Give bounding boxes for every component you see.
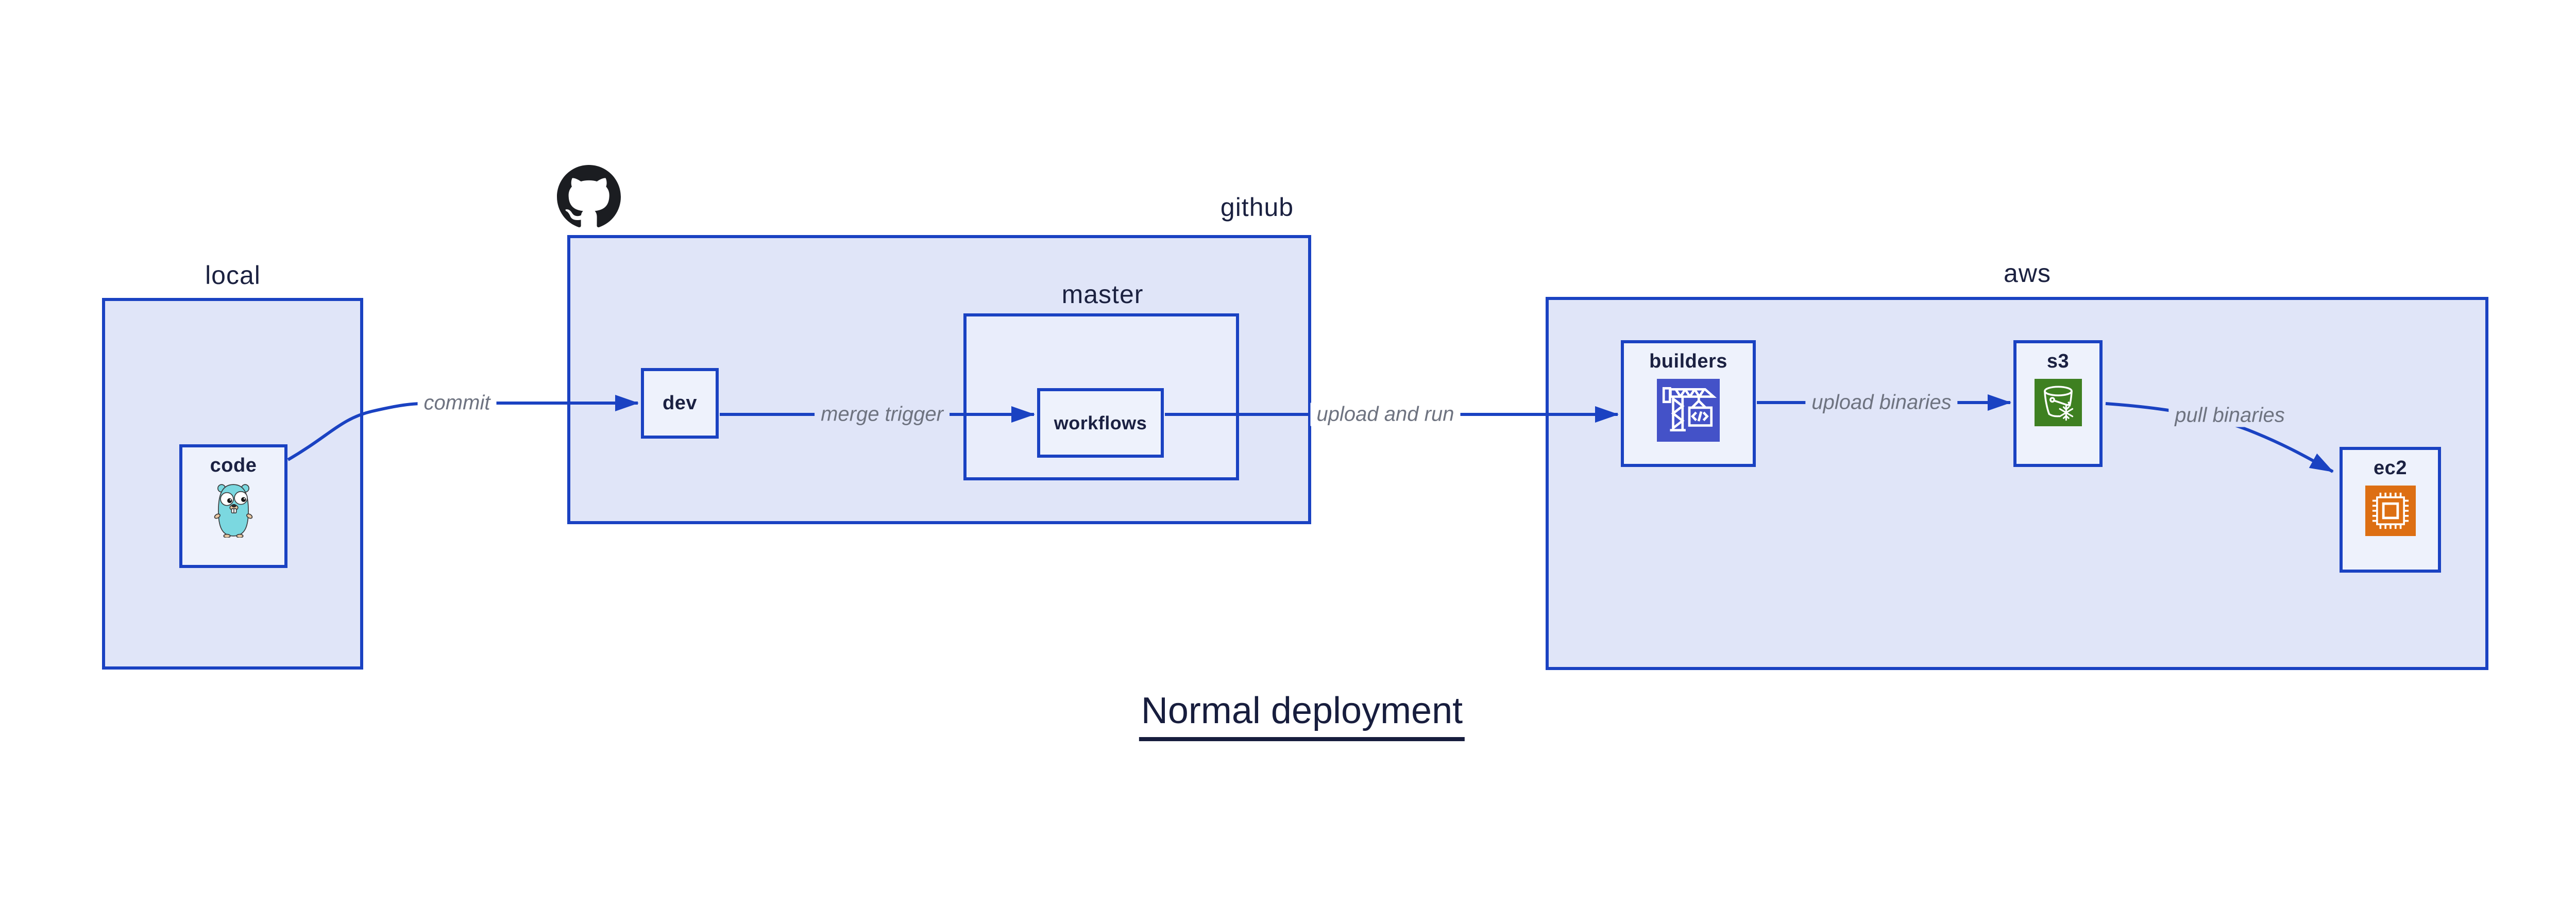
local-group-label: local bbox=[205, 261, 261, 290]
aws-group-label: aws bbox=[2004, 259, 2051, 288]
node-builders: builders bbox=[1621, 340, 1756, 467]
diagram-title: Normal deployment bbox=[1139, 690, 1465, 741]
node-code: code bbox=[179, 444, 287, 568]
node-builders-label: builders bbox=[1649, 350, 1727, 372]
node-s3: s3 bbox=[2013, 340, 2103, 467]
edge-commit-label: commit bbox=[417, 391, 497, 415]
edge-pull-binaries-label: pull binaries bbox=[2168, 404, 2291, 427]
github-group-label: github bbox=[1220, 193, 1294, 222]
node-dev: dev bbox=[641, 368, 719, 439]
node-s3-label: s3 bbox=[2046, 350, 2070, 372]
node-ec2: ec2 bbox=[2340, 447, 2441, 573]
edge-merge-trigger-label: merge trigger bbox=[815, 403, 950, 426]
aws-codebuild-crane-icon bbox=[1657, 379, 1720, 442]
node-ec2-label: ec2 bbox=[2374, 457, 2407, 479]
aws-ec2-chip-icon bbox=[2365, 486, 2416, 536]
edge-upload-and-run-label: upload and run bbox=[1310, 403, 1461, 426]
node-code-label: code bbox=[210, 455, 257, 476]
go-gopher-icon bbox=[214, 483, 253, 538]
aws-s3-glacier-bucket-icon bbox=[2034, 379, 2082, 426]
node-workflows: workflows bbox=[1037, 388, 1164, 458]
node-workflows-label: workflows bbox=[1054, 412, 1147, 433]
edge-upload-binaries-label: upload binaries bbox=[1805, 391, 1958, 414]
node-dev-label: dev bbox=[663, 392, 697, 414]
github-octocat-icon bbox=[557, 165, 621, 231]
master-group-label: master bbox=[1061, 280, 1144, 309]
